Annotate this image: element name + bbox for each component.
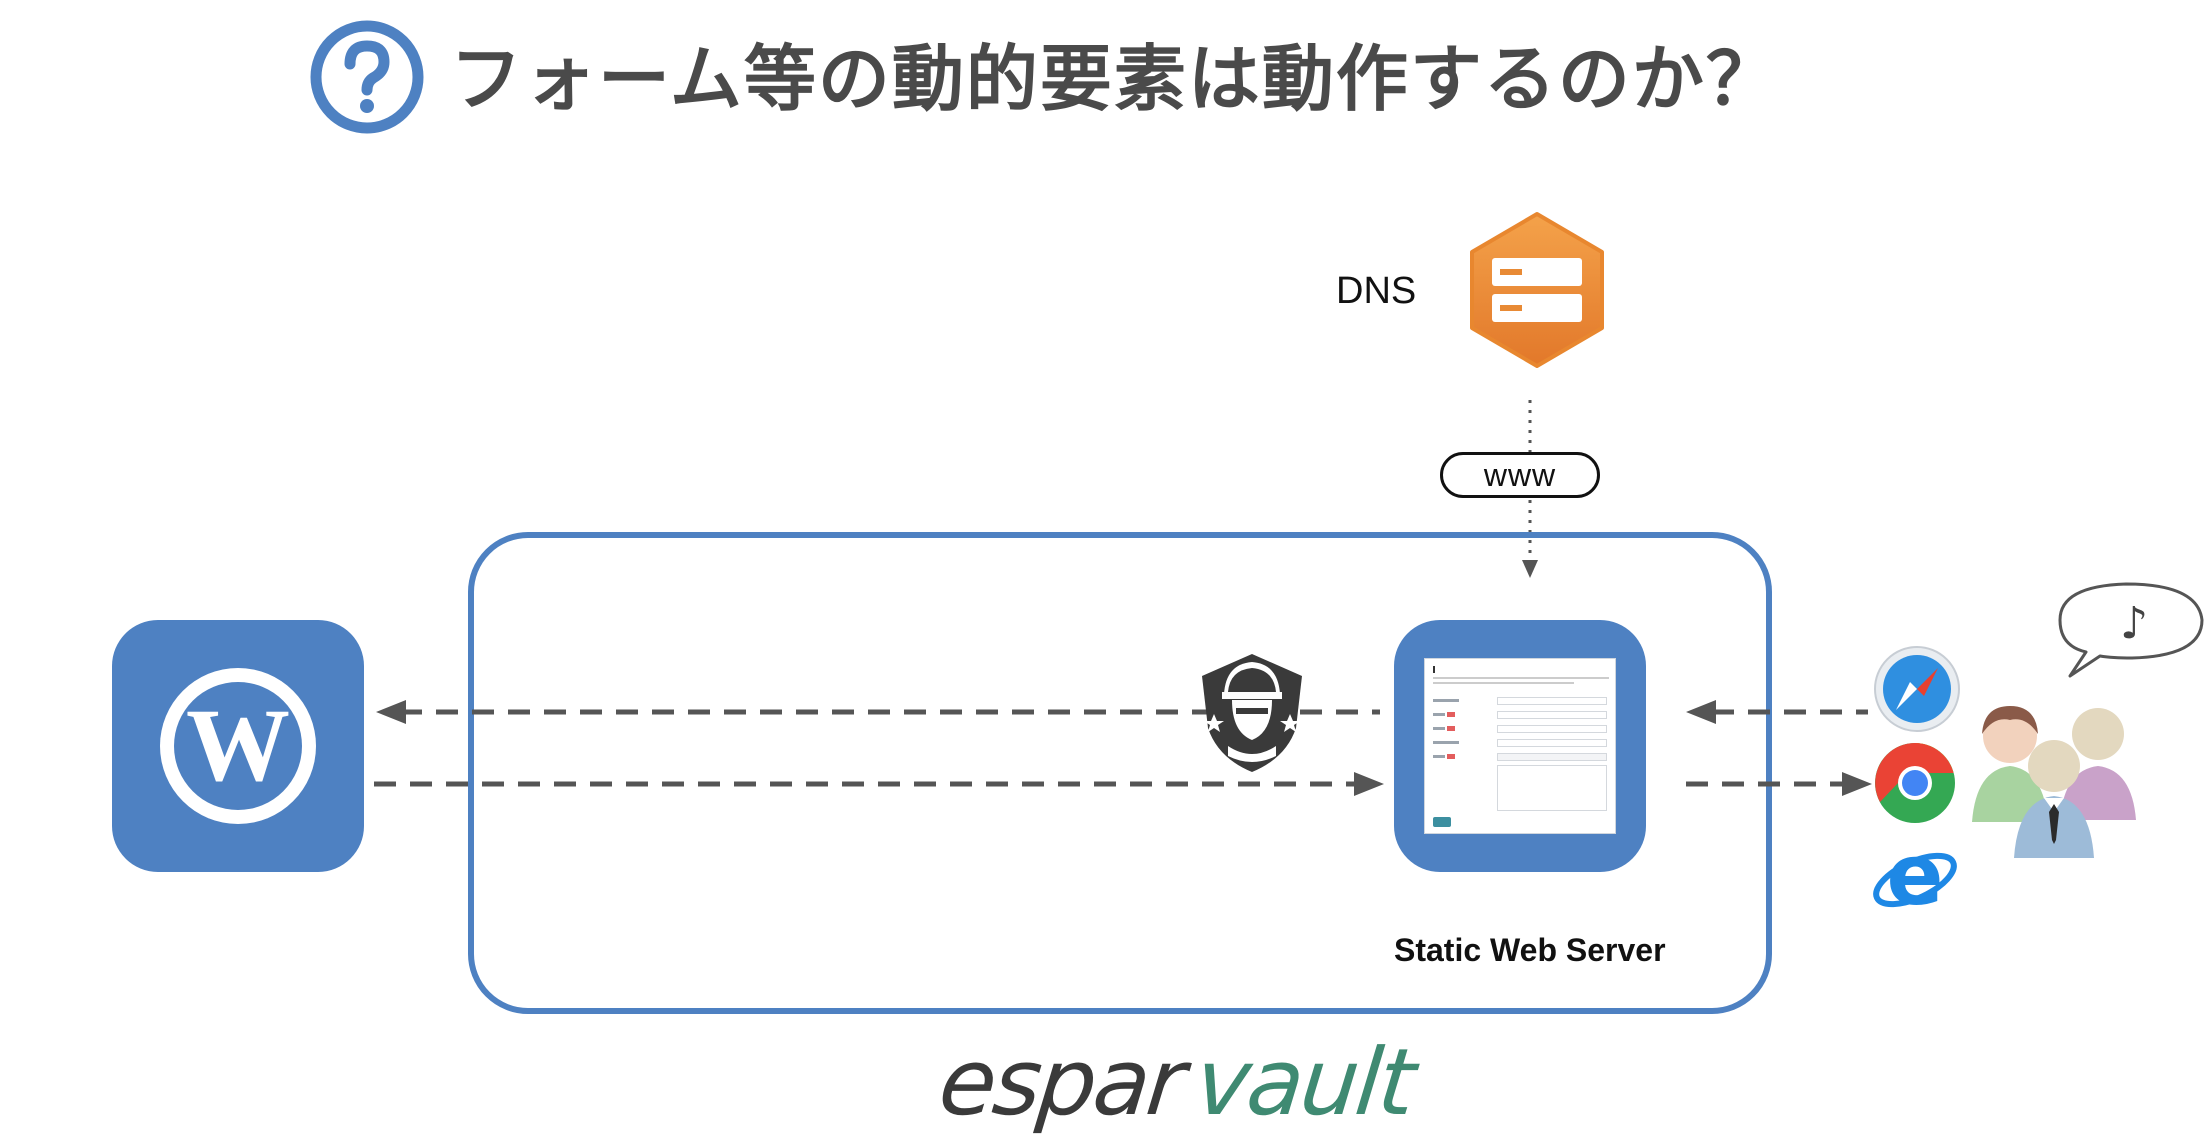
contact-form-thumbnail: ​ [1424,658,1616,834]
form-row [1433,753,1609,763]
form-row [1433,725,1609,735]
page-title: フォーム等の動的要素は動作するのか？ [450,37,1780,121]
static-web-server-tile: ​ [1394,620,1646,872]
wordpress-tile: W [112,620,364,872]
form-row [1433,739,1609,749]
form-submit-button [1433,817,1451,827]
svg-text:W: W [186,688,290,803]
form-row [1433,711,1609,721]
logo-espar: espar [934,1029,1188,1136]
title-row: フォーム等の動的要素は動作するのか？ [300,14,1800,134]
server-users-arrows [1686,700,1872,796]
server-hexagon-icon [1470,212,1604,368]
wordpress-server-arrows [374,700,1384,796]
internet-explorer-icon: e [1873,826,1957,924]
logo-vault: vault [1190,1029,1418,1136]
form-description [1433,677,1609,689]
users-group-icon [1972,706,2136,858]
soldier-shield-icon [1202,654,1302,772]
dns-label: DNS [1336,270,1417,312]
chrome-icon [1875,743,1955,823]
form-textarea [1497,765,1607,811]
question-icon [310,20,424,134]
form-row [1433,697,1609,707]
form-heading-mark: ​ [1433,666,1438,673]
music-note-icon: ♪ [2120,598,2148,649]
speech-bubble: ♪ [2058,582,2204,678]
espar-vault-logo: esparvault [934,1028,1417,1138]
wordpress-icon: W [160,668,316,824]
www-label: www [1440,452,1600,498]
svg-text:e: e [1887,826,1944,924]
espar-vault-container [468,532,1772,1014]
safari-icon [1874,646,1960,732]
static-web-server-label: Static Web Server [1394,932,1666,968]
